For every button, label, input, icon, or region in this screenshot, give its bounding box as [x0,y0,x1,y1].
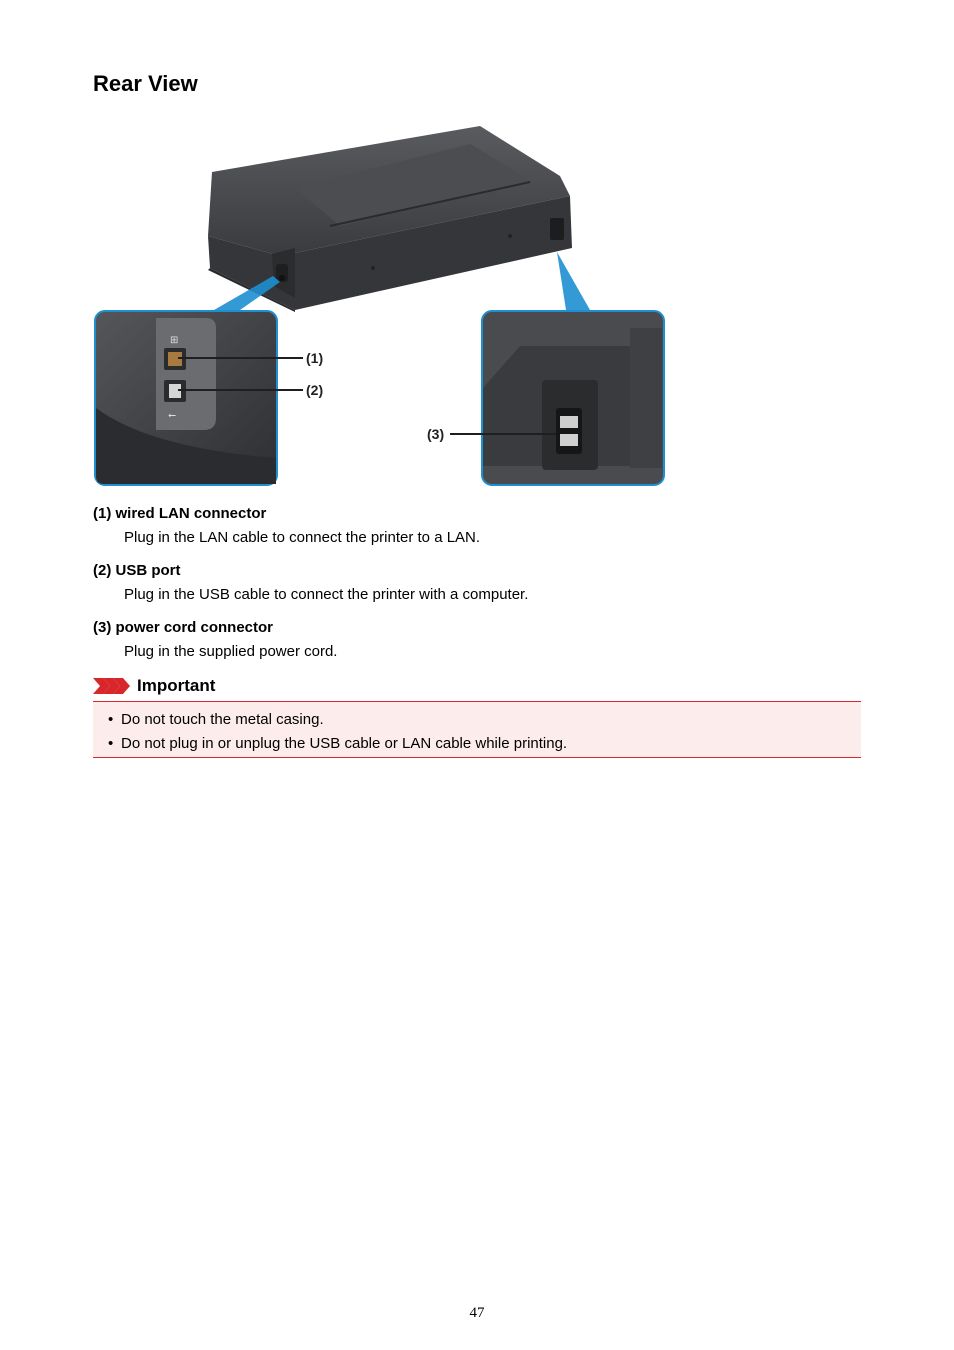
important-arrows-icon [93,678,130,694]
term-power-connector: (3) power cord connector [93,619,274,636]
printer-body [208,126,572,312]
callout-3: (3) [427,426,444,442]
list-item: •Do not touch the metal casing. [108,711,324,728]
page-number: 47 [469,1305,485,1321]
term-usb-port: (2) USB port [93,562,181,579]
inset-right-power [481,310,665,486]
callout-2: (2) [306,382,323,398]
important-label: Important [137,676,216,695]
connector-definitions: (1) wired LAN connector Plug in the LAN … [93,504,863,675]
term-lan-connector: (1) wired LAN connector [93,505,267,522]
callout-1: (1) [306,350,323,366]
desc-usb-port: Plug in the USB cable to connect the pri… [124,586,529,603]
important-heading: Important [93,675,215,697]
svg-text:⭠: ⭠ [168,410,176,421]
desc-lan-connector: Plug in the LAN cable to connect the pri… [124,529,481,546]
page-title: Rear View [93,71,198,96]
important-note-box: •Do not touch the metal casing. •Do not … [93,701,861,758]
inset-left-lan-usb: ⊞ ⭠ [94,310,278,486]
svg-text:⊞: ⊞ [170,335,178,346]
rear-view-illustration: ⊞ ⭠ (1) (2) (3) [94,126,665,486]
list-item: •Do not plug in or unplug the USB cable … [108,735,568,752]
desc-power-connector: Plug in the supplied power cord. [124,643,338,660]
